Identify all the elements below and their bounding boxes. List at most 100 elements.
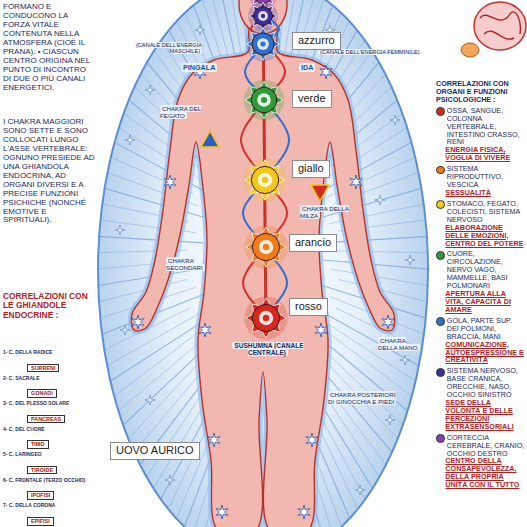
legend-item: CENTRO DELLA CONSAPEVOLEZZA, DELLA PROPR…: [436, 457, 525, 489]
box-text: rosso: [289, 298, 328, 316]
pingala-channel: [241, 0, 287, 334]
legend-row: CORTECCIA CEREBRALE, CRANIO, OCCHIO DEST…: [436, 434, 525, 458]
chakra-name: 6- C. FRONTALE (TERZO OCCHIO): [3, 478, 101, 484]
chakra-label: CHAKRA DELLA MANO: [378, 337, 420, 351]
legend-item: SESSUALITÀ: [436, 189, 525, 197]
legend-row: STOMACO, FEGATO, COLECISTI, SISTEMA NERV…: [436, 200, 525, 224]
chakra-glow: [244, 225, 287, 268]
gland-entry: 3- C. DEL PLESSO SOLAREPANCREAS: [3, 401, 101, 425]
color-label: verde: [292, 88, 332, 108]
function-note: ELABORAZIONE DELLE EMOZIONI, CENTRO DEL …: [436, 224, 525, 248]
aura-ray: [323, 260, 438, 270]
liver-triangle: [201, 131, 219, 147]
chakra-name: 1- C. DELLA RADICE: [3, 350, 101, 356]
legend-row: OSSA, SANGUE, COLONNA VERTEBRALE, INTEST…: [436, 107, 525, 147]
energy-channels: [241, 0, 289, 334]
chakra-name: 3- C. DEL PLESSO SOLARE: [3, 401, 101, 407]
color-label: giallo: [292, 158, 330, 178]
chakra-wheel: [244, 225, 287, 268]
chakra-center: [261, 97, 267, 103]
aura-egg: [98, 0, 428, 527]
aura-sparkle: [405, 255, 415, 265]
chakra-name: 2- C. SACRALE: [3, 376, 101, 382]
chakra-glow: [244, 296, 287, 339]
legend-row: SISTEMA RIPRODUTTIVO, VESCICA: [436, 165, 525, 189]
aura-sparkle: [375, 195, 385, 205]
legend-item: CORTECCIA CEREBRALE, CRANIO, OCCHIO DEST…: [436, 434, 525, 458]
legend-text: CUORE, CIRCOLAZIONE, NERVO VAGO, MAMMELL…: [447, 250, 525, 290]
chakra-glow: [245, 26, 280, 61]
function-note: SESSUALITÀ: [436, 189, 525, 197]
secondary-chakra: [208, 433, 220, 447]
gland-box: SURRENI: [27, 364, 59, 373]
aura-sparkle: [355, 485, 365, 495]
chakra-disc: [252, 233, 279, 260]
secondary-chakra: [216, 505, 228, 519]
label-holder: SUSHUMNA (CANALE CENTRALE): [226, 342, 310, 357]
box-text: UOVO AURICO: [110, 442, 200, 460]
label-holder: CHAKRA DELLA MANO: [378, 338, 426, 352]
chakra-wheel: [244, 296, 287, 339]
gland-entry: 7- C. DELLA CORONAEPIFISI: [3, 503, 101, 527]
function-note: CENTRO DELLA CONSAPEVOLEZZA, DELLA PROPR…: [436, 457, 525, 489]
aura-ray: [320, 347, 410, 433]
label-holder: PINGALA: [181, 64, 217, 72]
chakra-core: [258, 11, 268, 21]
chakra-disc: [252, 33, 274, 55]
chakra-label: CHAKRA DEL FEGATO: [160, 105, 201, 119]
secondary-chakra: [199, 323, 211, 337]
label-holder: CHAKRA DEL FEGATO: [160, 106, 222, 120]
gland-entry: 2- C. SACRALE GONADI: [3, 376, 101, 400]
box-text: giallo: [292, 160, 330, 178]
chakra-petals: [245, 81, 283, 119]
aura-ray: [331, 269, 438, 287]
chakra-disc: [251, 166, 278, 193]
secondary-chakra: [164, 175, 176, 189]
chakra-center: [263, 315, 269, 321]
legend-swatch: [436, 200, 445, 209]
section-heading: CORRELAZIONI CON LE GHIANDOLE ENDOCRINE …: [3, 291, 88, 320]
intro-note: FORMANO E CONDUCONO LA FORZA VITALE CONT…: [3, 2, 90, 92]
legend-item: ENERGIA FISICA, VOGLIA DI VIVERE: [436, 146, 525, 162]
color-label: azzurro: [292, 30, 341, 50]
aura-sparkle: [385, 415, 395, 425]
legend-swatch: [436, 317, 445, 326]
label-holder: CHAKRA DELLA MILZA: [300, 206, 362, 220]
legend-text: SISTEMA NERVOSO, BASE CRANICA, ORECCHIE,…: [447, 367, 525, 399]
legend-row: CUORE, CIRCOLAZIONE, NERVO VAGO, MAMMELL…: [436, 250, 525, 290]
secondary-chakra: [350, 175, 362, 189]
legend-swatch: [436, 251, 445, 260]
gland-box: GONADI: [27, 389, 57, 398]
sketch-shape: [461, 43, 479, 57]
color-label: rosso: [289, 296, 328, 316]
label-holder: (CANALE DELL'ENERGIA FEMMINILE): [318, 49, 422, 55]
chakra-label: CHAKRA POSTERIORI DI GINOCCHIA E PIEDI: [328, 391, 396, 405]
aura-ray: [121, 360, 201, 446]
aura-sparkle: [145, 395, 155, 405]
secondary-chakra: [315, 323, 327, 337]
sketch-shape: [474, 2, 526, 50]
label-holder: FORMANO E CONDUCONO LA FORZA VITALE CONT…: [3, 3, 96, 93]
aura-sparkle: [125, 135, 135, 145]
legend-text: CORTECCIA CEREBRALE, CRANIO, OCCHIO DEST…: [447, 434, 525, 458]
chakra-glow: [248, 1, 278, 31]
function-note: COMUNICAZIONE, AUTOESPRESSIONE E CREATIV…: [436, 341, 525, 365]
aura-sparkle: [165, 475, 175, 485]
chakra-petals: [249, 2, 277, 30]
column-heading: CORRELAZIONI CON ORGANI E FUNZIONI PSICO…: [436, 80, 525, 104]
chakra-label: CHAKRA DELLA MILZA: [300, 205, 349, 219]
chakra-disc: [252, 304, 279, 331]
legend-text: GOLA, PARTE SUP. DEI POLMONI, BRACCIA, M…: [447, 317, 525, 341]
chakra-name: 4- C. DEL CUORE: [3, 427, 101, 433]
chakra-core: [257, 38, 269, 50]
channel-name: PINGALA: [181, 63, 217, 72]
secondary-chakra: [132, 315, 144, 329]
aura-ray: [89, 236, 203, 243]
label-holder: I CHAKRA MAGGIORI SONO SETTE E SONO COLL…: [3, 118, 96, 225]
box-text: azzurro: [292, 32, 341, 50]
secondary-chakra: [382, 315, 394, 329]
legend-text: STOMACO, FEGATO, COLECISTI, SISTEMA NERV…: [447, 200, 525, 224]
spleen-triangle: [311, 185, 329, 201]
chakra-petals: [247, 28, 280, 61]
legend-item: GOLA, PARTE SUP. DEI POLMONI, BRACCIA, M…: [436, 317, 525, 341]
